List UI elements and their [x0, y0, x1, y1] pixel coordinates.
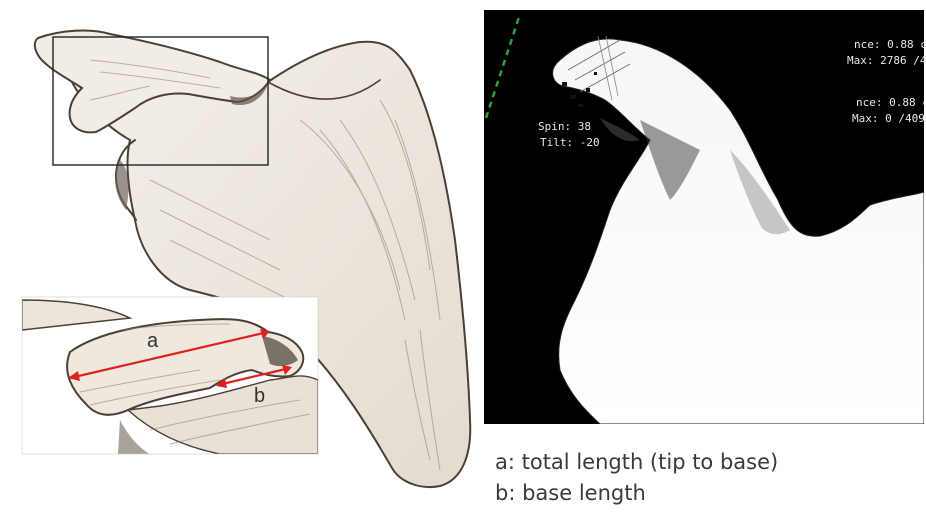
legend-base-length: b: base length [495, 481, 915, 505]
ct-readout-2: Max: 2786 /4095 [847, 54, 926, 67]
ct-readout-1: nce: 0.88 cm [854, 38, 926, 51]
ct-readout-6: Tilt: -20 [540, 136, 600, 149]
label-b: b [254, 385, 265, 407]
legend-total-length: a: total length (tip to base) [495, 450, 915, 474]
label-a: a [147, 330, 159, 352]
coracoid-inset [22, 297, 318, 454]
ct-readout-5: Spin: 38 [538, 120, 591, 133]
ct-readout-3: nce: 0.88 cm [856, 96, 926, 109]
ct-readout-4: Max: 0 /4095 [852, 112, 926, 125]
ct-scan-panel: nce: 0.88 cm Max: 2786 /4095 nce: 0.88 c… [484, 10, 926, 424]
